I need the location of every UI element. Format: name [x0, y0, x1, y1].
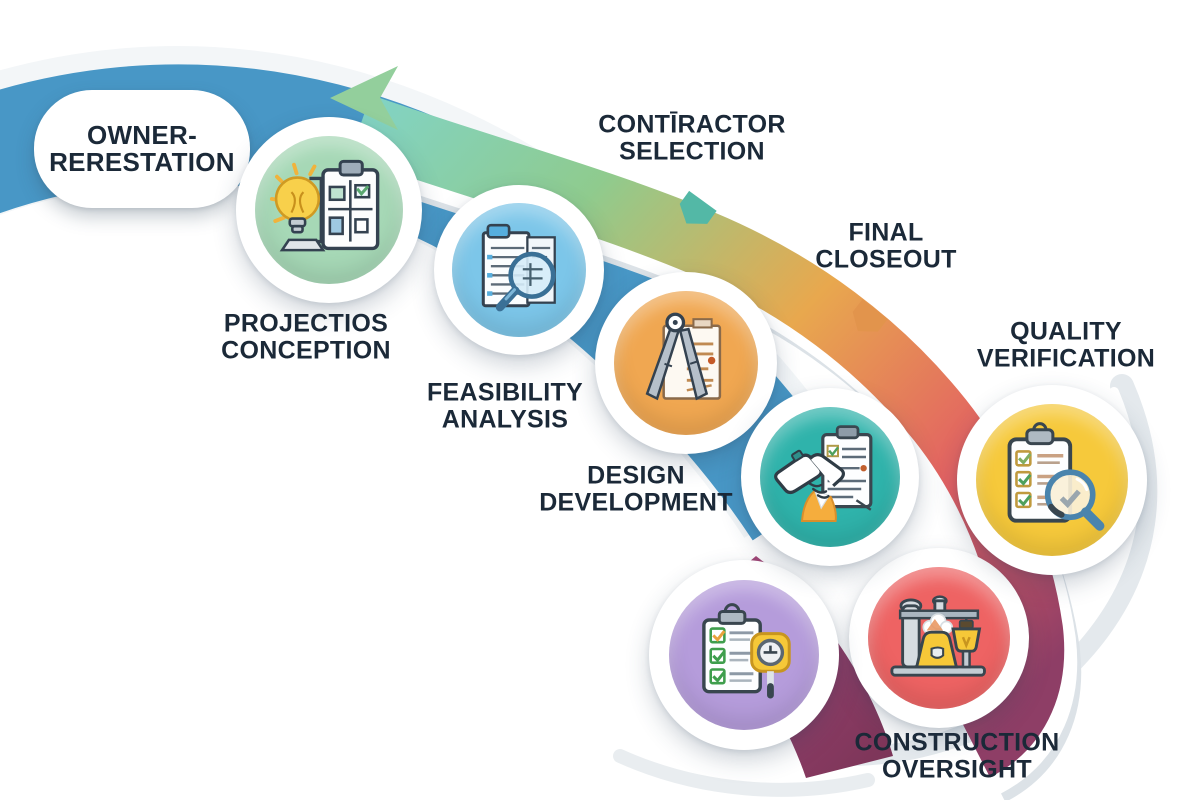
teal-chevron-icon	[679, 190, 717, 224]
document-magnifier-icon	[462, 213, 576, 327]
drafting-compass-icon	[624, 301, 748, 425]
checklist-magnifier-icon	[987, 415, 1117, 545]
bottom-swoosh	[613, 749, 875, 797]
label-feasibility-analysis: FEASIBILITY ANALYSIS	[426, 378, 584, 433]
start-badge: OWNER- RERESTATION	[34, 90, 250, 208]
start-badge-line2: RERESTATION	[49, 147, 235, 177]
step-circle-quality-verification	[957, 385, 1147, 575]
label-construction-oversight: CONSTRUCTION OVERSIGHT	[854, 728, 1060, 783]
step-circle-design-development	[595, 272, 777, 454]
start-badge-line1: OWNER-	[86, 119, 198, 150]
label-design-development: DESIGN DEVELOPMENT	[539, 461, 733, 516]
orange-chevron-icon	[852, 299, 888, 332]
label-quality-verification: QUALITY VERIFICATION	[976, 317, 1156, 372]
label-final-closeout: FINAL CLOSEOUT	[815, 218, 957, 273]
handshake-contract-icon	[770, 417, 890, 537]
step-circle-project-conception	[236, 117, 422, 303]
label-contractor-selection: CONTĪRACTOR SELECTION	[598, 110, 786, 165]
step-circle-construction-checklist	[649, 560, 839, 750]
step-circle-feasibility-analysis	[434, 185, 604, 355]
step-circle-contractor-selection	[741, 388, 919, 566]
step-circle-construction-oversight	[849, 548, 1029, 728]
green-arrow-icon	[330, 66, 398, 130]
construction-crane-icon	[877, 576, 1001, 700]
lightbulb-clipboard-icon	[265, 146, 393, 274]
checklist-tape-measure-icon	[680, 591, 808, 719]
label-project-conception: PROJECTIOS CONCEPTION	[221, 309, 391, 364]
gradient-band	[349, 94, 1065, 778]
